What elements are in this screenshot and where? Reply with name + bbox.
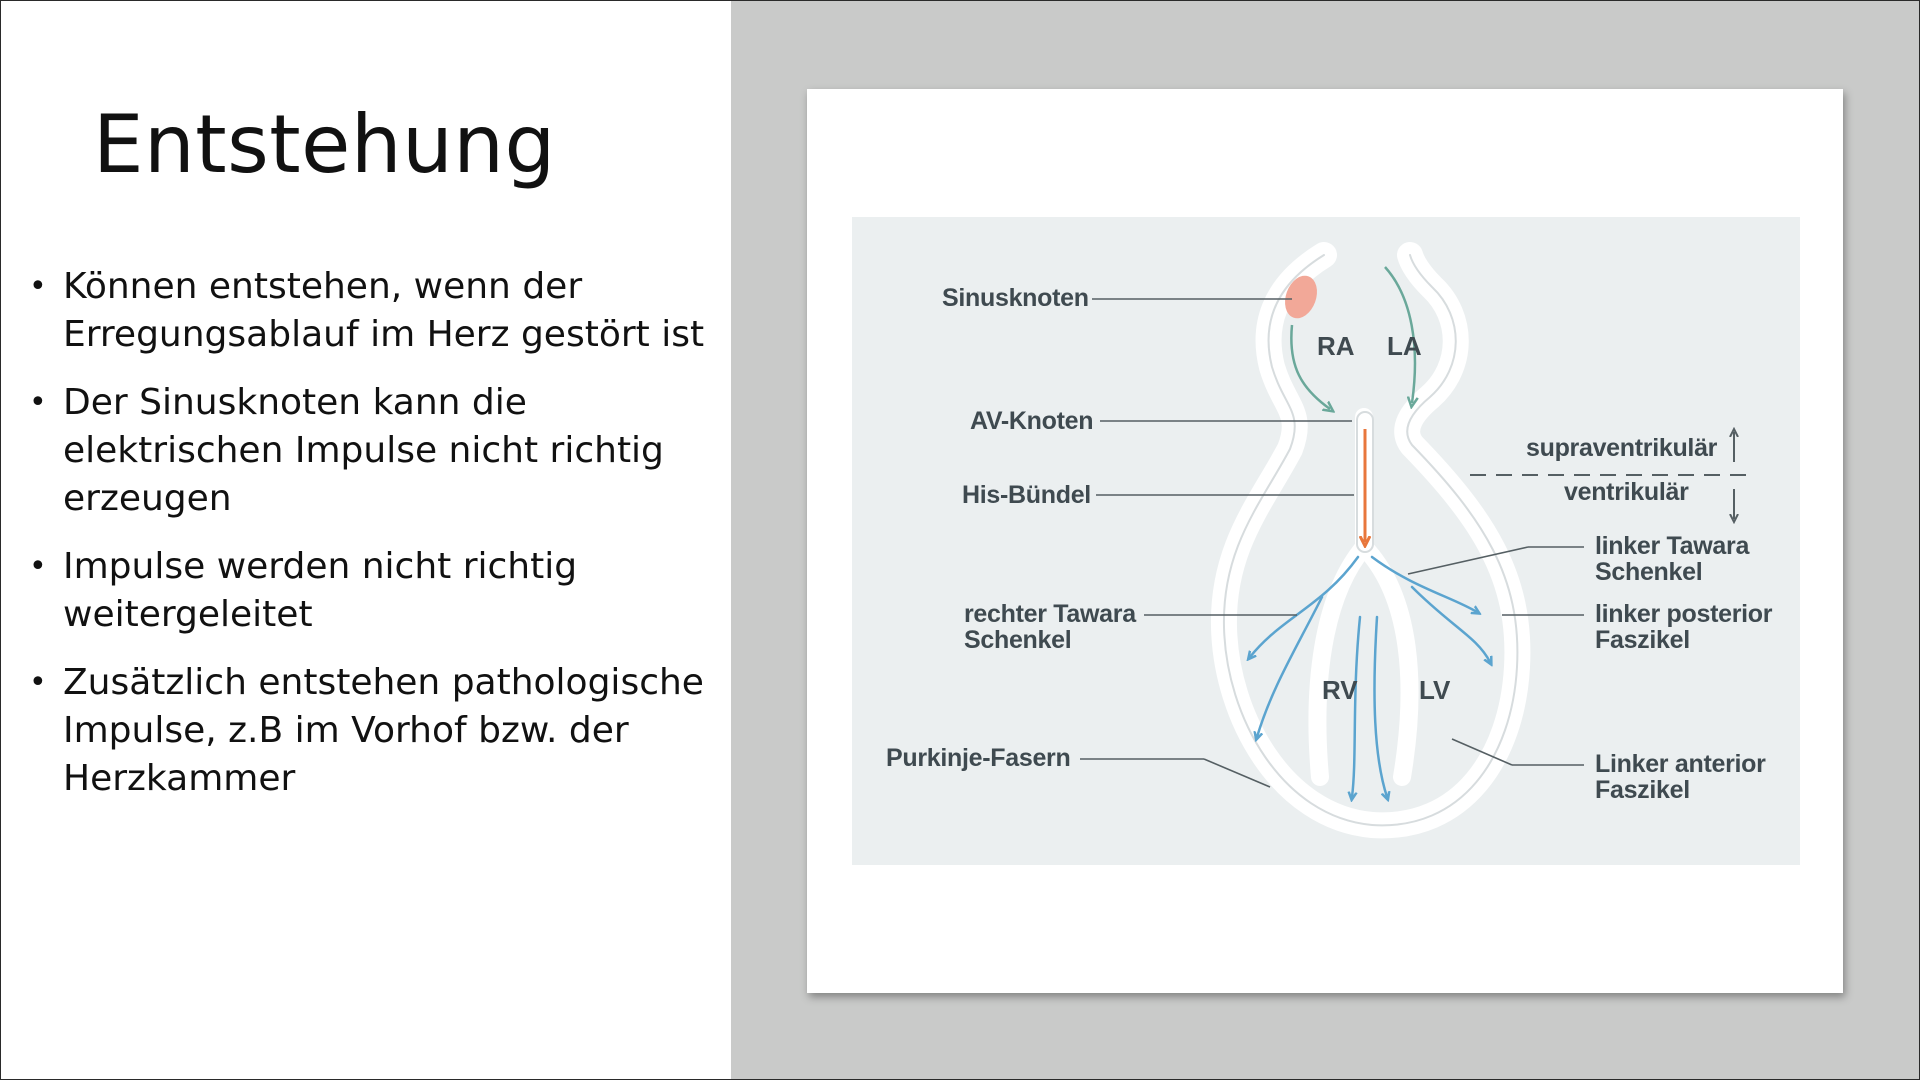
la-arrow bbox=[1384, 266, 1415, 403]
conduction-fibers bbox=[1250, 555, 1490, 797]
bullet-text: Zusätzlich entstehen pathologische Impul… bbox=[63, 662, 704, 799]
bullet-text: Impulse werden nicht richtig weitergelei… bbox=[63, 546, 578, 635]
label-linker-anterior-line1: Linker anterior bbox=[1595, 750, 1766, 778]
label-supraventrikulaer: supraventrikulär bbox=[1526, 434, 1718, 462]
bullet-text: Können entstehen, wenn der Erregungsabla… bbox=[63, 266, 705, 355]
bullet-item: • Der Sinusknoten kann die elektrischen … bbox=[25, 379, 725, 523]
bullet-dot-icon: • bbox=[29, 549, 47, 584]
label-sinusknoten: Sinusknoten bbox=[942, 284, 1089, 312]
ra-arrow bbox=[1290, 324, 1330, 409]
figure-panel: RA LA RV LV Sinusknoten AV-Knoten His-Bü… bbox=[731, 1, 1919, 1079]
label-av-knoten: AV-Knoten bbox=[970, 407, 1094, 435]
heart-conduction-diagram: RA LA RV LV Sinusknoten AV-Knoten His-Bü… bbox=[852, 217, 1800, 865]
label-his-buendel: His-Bündel bbox=[962, 481, 1091, 509]
label-linker-posterior-line2: Faszikel bbox=[1595, 626, 1690, 654]
label-linker-tawara-line2: Schenkel bbox=[1595, 558, 1703, 586]
bullet-item: • Zusätzlich entstehen pathologische Imp… bbox=[25, 659, 725, 803]
label-rechter-tawara-line2: Schenkel bbox=[964, 626, 1072, 654]
leader-lines bbox=[1080, 298, 1584, 788]
label-ventrikulaer: ventrikulär bbox=[1564, 478, 1689, 506]
sinus-node-shape bbox=[1285, 275, 1317, 319]
bullet-item: • Impulse werden nicht richtig weitergel… bbox=[25, 543, 725, 639]
label-linker-tawara-line1: linker Tawara bbox=[1595, 532, 1750, 560]
heart-diagram-svg bbox=[1080, 242, 1752, 839]
chamber-label-rv: RV bbox=[1322, 675, 1358, 705]
label-linker-posterior-line1: linker posterior bbox=[1595, 600, 1773, 628]
bullet-dot-icon: • bbox=[29, 665, 47, 700]
bullet-dot-icon: • bbox=[29, 269, 47, 304]
bullet-list: • Können entstehen, wenn der Erregungsab… bbox=[25, 263, 725, 823]
label-rechter-tawara-line1: rechter Tawara bbox=[964, 600, 1136, 628]
figure-card: RA LA RV LV Sinusknoten AV-Knoten His-Bü… bbox=[807, 89, 1843, 993]
chamber-label-lv: LV bbox=[1419, 675, 1451, 705]
chamber-label-ra: RA bbox=[1317, 331, 1355, 361]
bullet-text: Der Sinusknoten kann die elektrischen Im… bbox=[63, 382, 664, 519]
label-purkinje-fasern: Purkinje-Fasern bbox=[886, 744, 1071, 772]
bullet-item: • Können entstehen, wenn der Erregungsab… bbox=[25, 263, 725, 359]
chamber-label-la: LA bbox=[1387, 331, 1422, 361]
slide-title: Entstehung bbox=[93, 98, 556, 191]
text-panel: Entstehung • Können entstehen, wenn der … bbox=[1, 1, 731, 1079]
bullet-dot-icon: • bbox=[29, 385, 47, 420]
heart-outline-edge bbox=[1222, 254, 1519, 827]
label-linker-anterior-line2: Faszikel bbox=[1595, 776, 1690, 804]
